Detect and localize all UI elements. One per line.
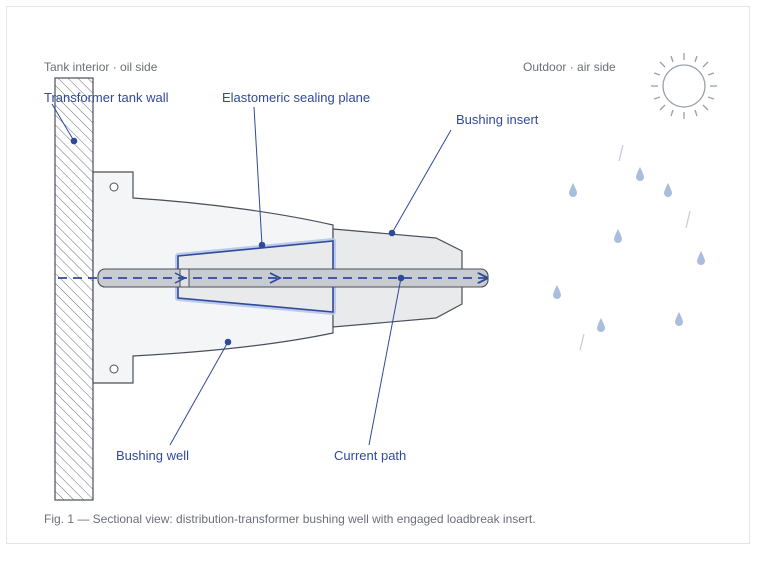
raindrop-icon [636, 167, 644, 181]
sun-icon [651, 53, 717, 119]
raindrop-icon [614, 229, 622, 243]
raindrop-icon [569, 183, 577, 197]
leader-dot-bushing-well [224, 338, 232, 346]
raindrop-icon [597, 318, 605, 332]
label-bushing-well: Bushing well [116, 448, 189, 463]
zone-title-air-side: Outdoor · air side [523, 60, 616, 74]
rain-streaks [579, 144, 691, 351]
rain-group [553, 167, 705, 332]
label-current-path: Current path [334, 448, 406, 463]
label-tank-wall: Transformer tank wall [44, 90, 169, 105]
leader-bushing-insert [391, 129, 452, 234]
leader-dot-current-path [397, 274, 405, 282]
label-sealing-plane: Elastomeric sealing plane [222, 90, 370, 105]
leader-tank-wall [51, 103, 75, 142]
raindrop-icon [553, 285, 561, 299]
raindrop-icon [697, 251, 705, 265]
raindrop-icon [675, 312, 683, 326]
leader-dot-sealing-plane [258, 241, 266, 249]
zone-title-oil-side: Tank interior · oil side [44, 60, 158, 74]
leader-sealing-plane [253, 106, 263, 246]
mounting-hole-top [109, 182, 119, 192]
current-direction-arrow-small [174, 272, 187, 284]
mounting-hole-bottom [109, 364, 119, 374]
leader-bushing-well [169, 341, 229, 446]
leader-dot-bushing-insert [388, 229, 396, 237]
leader-current-path [368, 277, 402, 446]
tank-wall [54, 77, 94, 501]
figure-caption: Fig. 1 — Sectional view: distribution-tr… [44, 512, 536, 526]
label-bushing-insert: Bushing insert [456, 112, 539, 127]
leader-dot-tank-wall [70, 137, 78, 145]
raindrop-icon [664, 183, 672, 197]
current-direction-arrow [269, 272, 283, 284]
